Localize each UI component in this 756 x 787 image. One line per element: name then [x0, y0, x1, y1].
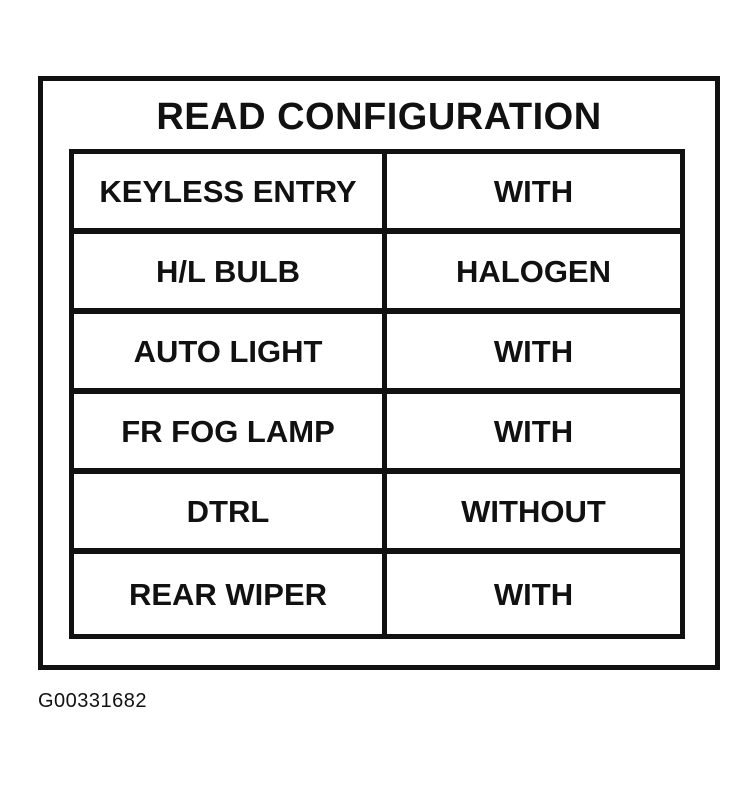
config-value-rear-wiper: WITH — [493, 576, 574, 612]
config-item-auto-light: AUTO LIGHT — [74, 314, 387, 394]
config-item-fr-fog-lamp: FR FOG LAMP — [74, 394, 387, 474]
config-value-keyless-entry: WITH — [387, 154, 680, 234]
config-value-fr-fog-lamp: WITH — [387, 394, 680, 474]
configuration-table: KEYLESS ENTRY WITH H/L BULB HALOGEN AUTO… — [69, 149, 685, 639]
config-value-auto-light: WITH — [387, 314, 680, 394]
config-value-dtrl: WITHOUT — [387, 474, 680, 554]
config-item-rear-wiper: REAR WIPER — [74, 554, 387, 634]
config-value-hl-bulb: HALOGEN — [387, 234, 680, 314]
read-configuration-panel: READ CONFIGURATION KEYLESS ENTRY WITH H/… — [38, 76, 720, 670]
config-item-dtrl: DTRL — [74, 474, 387, 554]
panel-title: READ CONFIGURATION — [156, 96, 602, 138]
config-item-hl-bulb: H/L BULB — [74, 234, 387, 314]
config-item-keyless-entry: KEYLESS ENTRY — [74, 154, 387, 234]
figure-id: G00331682 — [38, 690, 148, 712]
